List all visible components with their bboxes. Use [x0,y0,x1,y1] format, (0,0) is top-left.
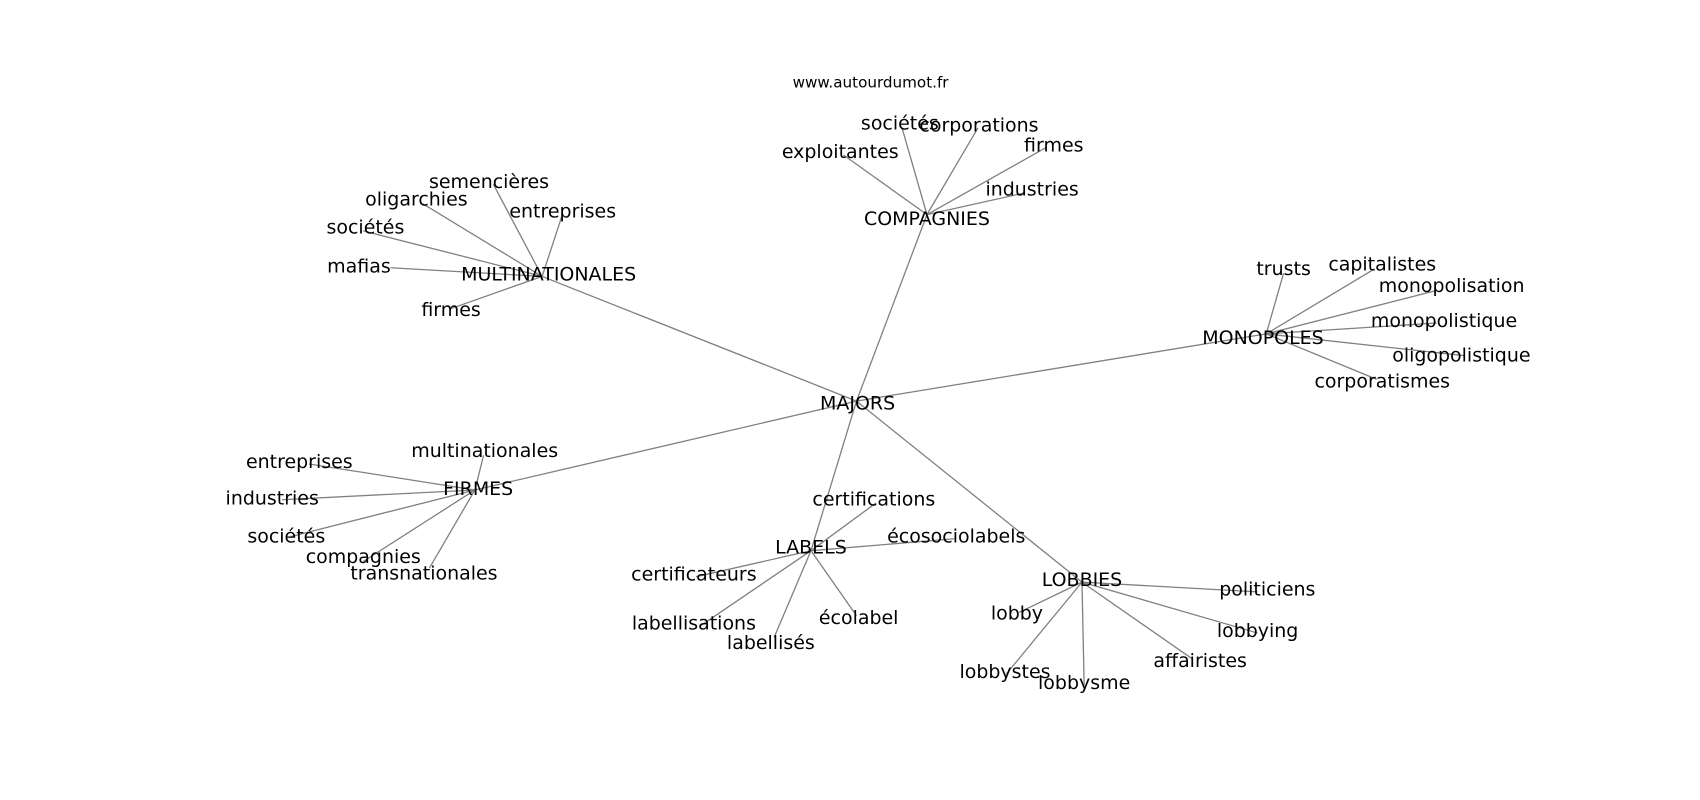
edge-center-hub [855,214,928,402]
node-leaf[interactable]: sociétés [861,113,939,135]
node-hub[interactable]: COMPAGNIES [864,208,990,230]
node-center[interactable]: MAJORS [820,392,895,414]
node-leaf[interactable]: lobbying [1217,620,1299,642]
edge-center-hub [810,400,858,551]
node-leaf[interactable]: monopolistique [1371,310,1517,332]
node-leaf[interactable]: compagnies [306,546,421,568]
edge-hub-leaf [926,146,1047,216]
edge-center-hub [856,333,1267,402]
node-hub[interactable]: MONOPOLES [1202,327,1323,349]
edge-hub-leaf [773,550,812,638]
node-leaf[interactable]: industries [985,179,1078,201]
edge-hub-leaf [1265,268,1375,335]
edge-center-hub [856,400,1083,583]
edge-hub-leaf [1081,582,1085,686]
site-title: www.autourdumot.fr [793,73,950,91]
edge-hub-leaf [698,550,812,628]
edge-hub-leaf [308,463,476,491]
node-leaf[interactable]: semencières [429,171,549,193]
node-leaf[interactable]: entreprises [509,200,616,222]
node-leaf[interactable]: politiciens [1219,579,1315,601]
edge-hub-leaf [901,127,928,215]
edge-hub-leaf [1018,581,1083,614]
edge-center-hub [541,275,857,402]
edge-hub-leaf [926,127,979,215]
node-leaf[interactable]: mafias [327,256,391,278]
node-leaf[interactable]: certificateurs [631,564,756,586]
edge-hub-leaf [1266,333,1464,357]
edge-hub-leaf [363,230,543,278]
edge-hub-leaf [810,538,955,552]
node-leaf[interactable]: labellisations [632,612,756,634]
edge-hub-leaf [695,550,812,578]
edge-hub-leaf [1081,581,1258,593]
node-leaf[interactable]: lobbystes [959,661,1050,683]
node-hub[interactable]: LABELS [775,536,847,558]
edge-hub-leaf [810,502,877,552]
node-hub[interactable]: FIRMES [443,478,513,500]
node-leaf[interactable]: trusts [1256,258,1310,280]
edge-hub-leaf [1081,581,1258,634]
edge-hub-leaf [428,489,476,569]
edge-hub-leaf [810,550,858,617]
edge-hub-leaf [1005,581,1083,675]
node-leaf[interactable]: labellisés [727,632,815,654]
node-hub[interactable]: LOBBIES [1042,569,1122,591]
node-leaf[interactable]: sociétés [327,217,405,239]
node-leaf[interactable]: exploitantes [782,141,899,163]
node-leaf[interactable]: entreprises [246,451,353,473]
node-leaf[interactable]: écolabel [819,607,899,629]
edge-hub-leaf [362,489,476,563]
node-leaf[interactable]: multinationales [411,440,558,462]
edge-hub-leaf [492,183,543,277]
node-leaf[interactable]: affairistes [1153,650,1247,672]
edge-hub-leaf [1265,272,1285,335]
edge-hub-leaf [926,192,1025,216]
edge-hub-leaf [541,216,563,277]
node-leaf[interactable]: lobbysme [1038,672,1130,694]
node-leaf[interactable]: firmes [1024,134,1083,156]
node-leaf[interactable]: écosociolabels [887,526,1025,548]
node-leaf[interactable]: capitalistes [1328,253,1436,275]
node-leaf[interactable]: oligarchies [365,188,467,210]
edge-hub-leaf [1266,289,1437,335]
node-leaf[interactable]: certifications [812,489,935,511]
node-hub[interactable]: MULTINATIONALES [461,263,636,285]
edge-hub-leaf [1266,322,1437,335]
node-leaf[interactable]: monopolisation [1379,275,1525,297]
node-leaf[interactable]: corporations [919,115,1038,137]
edge-center-hub [474,400,857,491]
node-leaf[interactable]: corporatismes [1314,371,1450,393]
edge-hub-leaf [449,275,543,310]
edge-hub-leaf [474,455,485,491]
node-leaf[interactable]: sociétés [247,526,325,548]
node-leaf[interactable]: oligopolistique [1392,345,1530,367]
node-leaf[interactable]: lobby [991,603,1043,625]
node-leaf[interactable]: transnationales [350,562,497,584]
node-leaf[interactable]: industries [226,488,319,510]
edge-hub-leaf [390,267,543,278]
edge-hub-leaf [843,154,928,216]
edge-hub-leaf [1081,581,1193,660]
node-leaf[interactable]: firmes [421,299,480,321]
edge-hub-leaf [422,203,543,277]
edge-hub-leaf [290,489,476,538]
edge-hub-leaf [281,489,475,501]
edge-hub-leaf [1266,333,1378,381]
